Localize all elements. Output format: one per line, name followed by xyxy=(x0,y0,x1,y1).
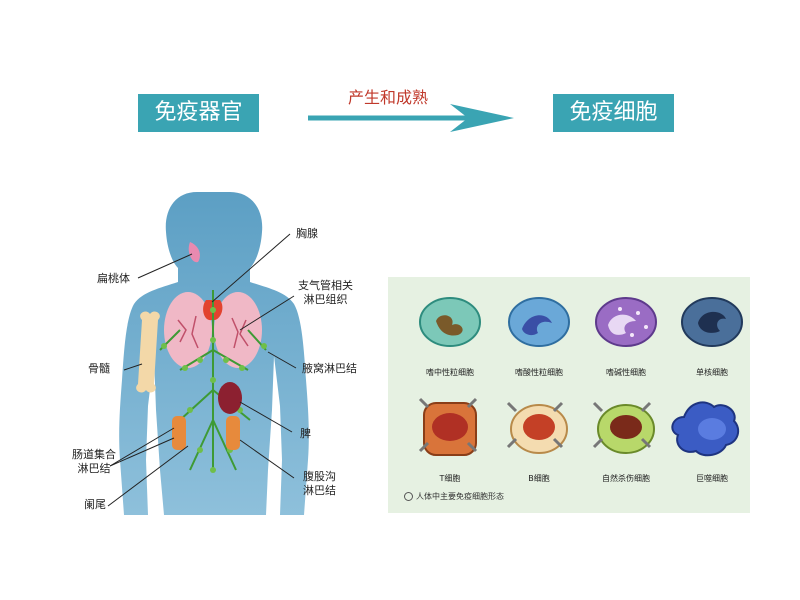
intestine-left xyxy=(172,416,186,450)
bone-shape xyxy=(136,311,160,393)
spleen-shape xyxy=(218,382,242,414)
eosinophil-cell xyxy=(508,297,570,347)
axillary-label: 腋窝淋巴结 xyxy=(302,362,357,375)
t-cell-label: T细胞 xyxy=(439,474,461,483)
macrophage-label: 巨噬细胞 xyxy=(696,474,728,483)
inguinal-label-line1: 腹股沟 xyxy=(303,470,336,483)
thymus-label: 胸腺 xyxy=(296,227,318,240)
spleen-label: 脾 xyxy=(300,427,311,440)
immune-organs-box: 免疫器官 xyxy=(138,94,259,132)
intestine-right xyxy=(226,416,240,450)
macrophage-cell xyxy=(671,401,740,457)
appendix-label: 阑尾 xyxy=(84,498,106,511)
b-cell xyxy=(506,401,568,454)
monocyte-label: 单核细胞 xyxy=(696,368,728,377)
immune-cells-box: 免疫细胞 xyxy=(553,94,674,132)
b-cell-label: B细胞 xyxy=(528,474,550,483)
neutrophil-label: 嗜中性粒细胞 xyxy=(426,368,474,377)
inguinal-label: 腹股沟 淋巴结 xyxy=(303,470,336,498)
tonsil-label: 扁桃体 xyxy=(97,272,130,285)
caption-circle-icon xyxy=(404,492,413,501)
inguinal-label-line2: 淋巴结 xyxy=(303,484,336,497)
basophil-cell xyxy=(595,297,657,347)
monocyte-cell xyxy=(681,297,743,347)
panel-caption: 人体中主要免疫细胞形态 xyxy=(416,492,504,501)
arrow-label: 产生和成熟 xyxy=(347,88,428,107)
right-arrow-icon xyxy=(308,104,514,132)
t-cell xyxy=(418,397,478,456)
tonsil-shape xyxy=(188,242,200,263)
neutrophil-cell xyxy=(419,297,481,347)
cells-illustration xyxy=(418,297,743,457)
bronchial-label-line2: 淋巴组织 xyxy=(303,293,348,306)
bronchial-label-line1: 支气管相关 xyxy=(298,279,353,292)
eosinophil-label: 嗜酸性粒细胞 xyxy=(515,368,563,377)
intestinal-label: 肠道集合 淋巴结 xyxy=(72,448,116,476)
intestinal-label-line1: 肠道集合 xyxy=(72,448,116,461)
right-lung xyxy=(214,292,262,368)
bone-marrow-label: 骨髓 xyxy=(88,362,110,375)
nk-cell xyxy=(592,401,655,454)
nk-cell-label: 自然杀伤细胞 xyxy=(602,474,650,483)
bronchial-label: 支气管相关 淋巴组织 xyxy=(298,279,353,307)
left-lung xyxy=(164,292,212,368)
basophil-label: 嗜碱性细胞 xyxy=(606,368,646,377)
human-body-illustration xyxy=(107,192,309,515)
intestinal-label-line2: 淋巴结 xyxy=(77,462,111,475)
immune-cells-panel: 嗜中性粒细胞 嗜酸性粒细胞 嗜碱性细胞 单核细胞 T细胞 B细胞 自然杀伤细胞 … xyxy=(388,277,750,513)
